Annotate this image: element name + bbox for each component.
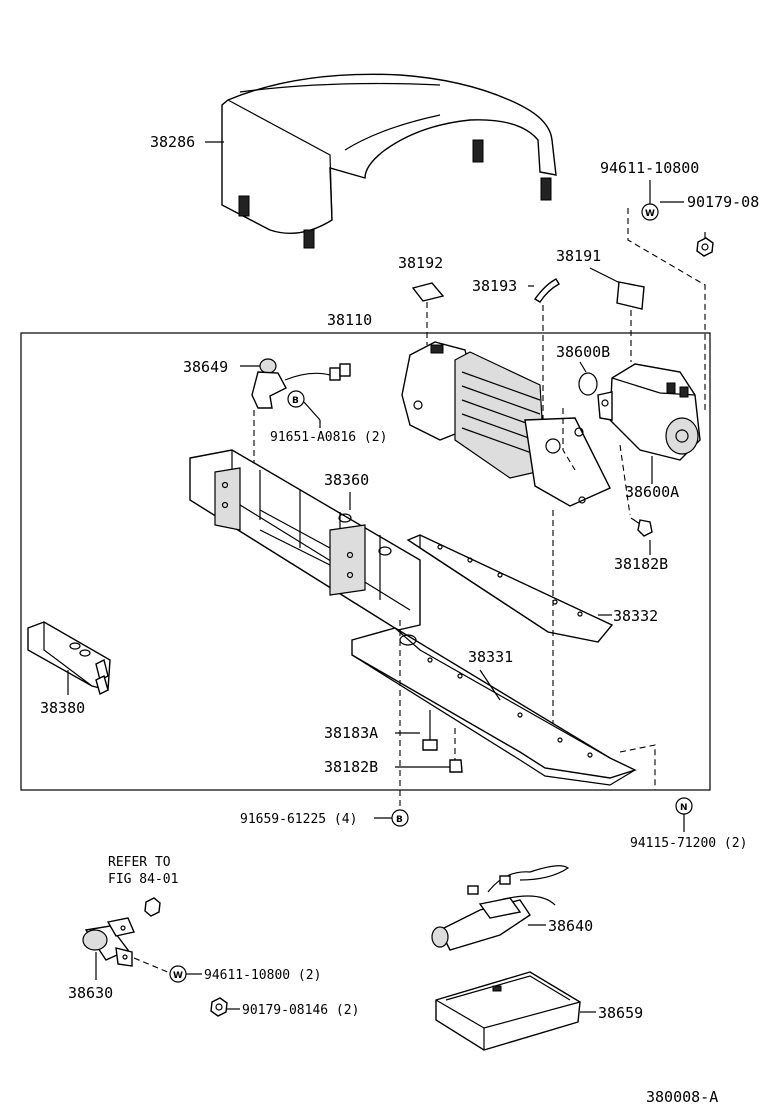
label-38600a: 38600A xyxy=(625,483,679,501)
sensor-38649 xyxy=(251,358,351,409)
plate-38332 xyxy=(406,534,614,643)
label-38360: 38360 xyxy=(324,471,369,489)
figure-id: 380008-A xyxy=(646,1088,718,1106)
label-38183a: 38183A xyxy=(324,724,378,742)
nut-icon-refer xyxy=(144,897,161,917)
label-38192: 38192 xyxy=(398,254,443,272)
label-94611-bottom: 94611-10800 (2) xyxy=(204,968,321,983)
label-38191: 38191 xyxy=(556,247,601,265)
svg-text:B: B xyxy=(292,396,299,406)
label-38630: 38630 xyxy=(68,984,113,1002)
rail-38331 xyxy=(351,627,637,786)
tube-38193 xyxy=(533,278,560,303)
label-90179-bottom: 90179-08146 (2) xyxy=(242,1003,359,1018)
nut-symbol-n: N xyxy=(675,797,693,815)
oring-38600b xyxy=(578,372,598,396)
case-38659 xyxy=(435,971,581,1051)
motor-38600a xyxy=(597,363,701,461)
nut-icon-top xyxy=(696,237,714,257)
refer-line-2: FIG 84-01 xyxy=(108,872,178,887)
label-38332: 38332 xyxy=(613,607,658,625)
svg-text:N: N xyxy=(680,803,688,813)
switch-38640 xyxy=(431,865,570,951)
label-38380: 38380 xyxy=(40,699,85,717)
refer-line-1: REFER TO xyxy=(108,855,171,870)
label-38649: 38649 xyxy=(183,358,228,376)
bolt-symbol-b-top: B xyxy=(287,390,305,408)
svg-text:W: W xyxy=(645,209,655,219)
bolt-icon-38183a xyxy=(422,710,438,751)
svg-text:W: W xyxy=(173,971,183,981)
label-38286: 38286 xyxy=(150,133,195,151)
label-38659: 38659 xyxy=(598,1004,643,1022)
cover-38286 xyxy=(221,73,557,249)
svg-text:B: B xyxy=(396,815,403,825)
bracket-38360 xyxy=(189,449,421,631)
label-94115: 94115-71200 (2) xyxy=(630,836,747,851)
bracket-38380 xyxy=(27,621,111,696)
label-90179-top: 90179-08146 xyxy=(687,193,760,211)
assembly-frame xyxy=(20,332,711,791)
label-94611-top: 94611-10800 xyxy=(600,159,699,177)
pad-38191 xyxy=(616,281,645,310)
label-38331: 38331 xyxy=(468,648,513,666)
solenoid-38630 xyxy=(82,917,135,967)
label-38640: 38640 xyxy=(548,917,593,935)
bolt-symbol-b-bottom: B xyxy=(391,809,409,827)
bolt-icon-38182b-right xyxy=(630,517,653,537)
label-38182b-right: 38182B xyxy=(614,555,668,573)
label-38193: 38193 xyxy=(472,277,517,295)
label-38600b: 38600B xyxy=(556,343,610,361)
label-38182b: 38182B xyxy=(324,758,378,776)
label-91651: 91651-A0816 (2) xyxy=(270,430,387,445)
label-91659: 91659-61225 (4) xyxy=(240,812,357,827)
bolt-icon-38182b xyxy=(449,728,463,773)
label-38110: 38110 xyxy=(327,311,372,329)
pad-38192 xyxy=(411,282,445,302)
nut-icon-bottom xyxy=(210,997,228,1017)
actuator-motor xyxy=(401,341,611,507)
washer-symbol-bottom: W xyxy=(169,965,187,983)
washer-symbol-top: W xyxy=(641,203,659,221)
